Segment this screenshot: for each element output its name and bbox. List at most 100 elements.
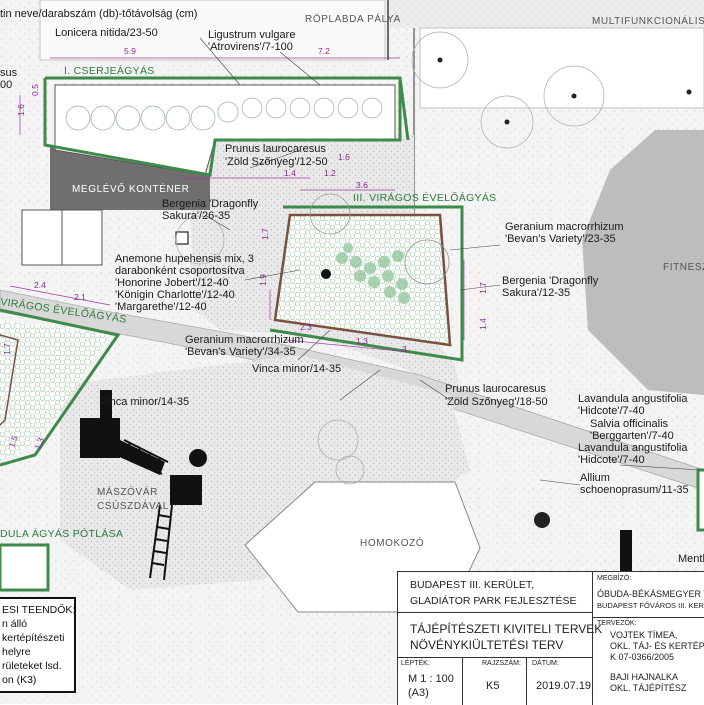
volleyball-court xyxy=(39,0,386,61)
label-lavandula1-1: Lavandula angustifolia xyxy=(578,393,688,405)
label-anemone-1: Anemone hupehensis mix, 3 xyxy=(115,253,254,265)
title-scale-value: M 1 : 100 xyxy=(408,673,454,685)
notes-line-6: on (K3) xyxy=(2,674,37,686)
label-anemone-5: 'Margarethe'/12-40 xyxy=(115,301,207,313)
dim-8: 3.6 xyxy=(356,180,368,190)
label-bergenia1-1: Bergenia 'Dragonfly xyxy=(162,198,259,210)
dim-11: 2.3 xyxy=(300,322,312,332)
dim-15: 1.7 xyxy=(478,282,488,294)
label-geranium1-1: Geranium macrorrhizum xyxy=(505,221,624,233)
label-edge-00: 00 xyxy=(0,79,12,91)
label-lavandula2-1: Lavandula angustifolia xyxy=(578,442,688,454)
notes-line-1: ESI TEENDŐK: xyxy=(2,604,76,616)
notes-line-2: n álló xyxy=(2,618,28,630)
title-plan-2: NÖVÉNYKIÜLTETÉSI TERV xyxy=(410,638,564,652)
multifunction-court xyxy=(419,27,704,109)
area-label-fitness: FITNESZ P xyxy=(663,262,704,273)
dim-5: 1.6 xyxy=(338,152,350,162)
title-sheet-label: RAJZSZÁM: xyxy=(482,660,521,667)
area-label-slide: CSÚSZDÁVAL xyxy=(97,499,169,512)
label-salvia-2: 'Berggarten'/7-40 xyxy=(590,430,674,442)
area-label-multifunction: MULTIFUNKCIONÁLIS SP xyxy=(592,14,704,27)
label-edge-sus: sus xyxy=(0,67,18,79)
multifunction-court-edge xyxy=(388,0,704,28)
dim-12: 1.3 xyxy=(356,336,368,346)
label-bergenia2-2: Sakura'/12-35 xyxy=(502,287,570,299)
plant-legend-note: tin neve/darabszám (db)-tőtávolság (cm) xyxy=(0,8,197,20)
label-vinca-1: Vinca minor/14-35 xyxy=(252,363,341,375)
label-prunus2-2: 'Zöld Szőnyeg'/18-50 xyxy=(445,396,548,408)
zone-label-lavender: DULA ÁGYÁS PÓTLÁSA xyxy=(0,527,123,540)
title-date-value: 2019.07.19. xyxy=(536,680,595,692)
dim-18: 1.7 xyxy=(2,343,12,355)
label-geranium1-2: 'Bevan's Variety'/23-35 xyxy=(505,233,616,245)
label-lonicera: Lonicera nitida/23-50 xyxy=(55,27,158,39)
notes-line-3: kertépítészeti xyxy=(2,632,65,644)
notes-line-4: helyre xyxy=(2,646,31,658)
dim-10: 1.7 xyxy=(260,228,270,240)
title-client-1: ÓBUDA-BÉKÁSMEGYER V xyxy=(597,589,704,599)
notes-line-5: rületeket lsd. xyxy=(2,660,62,672)
title-designer-1: VOJTEK TÍMEA, xyxy=(610,630,678,640)
label-allium-2: schoenoprasum/11-35 xyxy=(580,484,689,496)
dim-19: 1.3 xyxy=(32,436,46,451)
label-geranium2-1: Geranium macrorrhizum xyxy=(185,334,304,346)
label-anemone-4: 'Königin Charlotte'/12-40 xyxy=(115,289,235,301)
label-lavandula1-2: 'Hidcote'/7-40 xyxy=(578,405,645,417)
label-geranium2-2: 'Bevan's Variety'/34-35 xyxy=(185,346,296,358)
perennial-bed-left xyxy=(0,320,110,462)
title-block: BUDAPEST III. KERÜLET, GLADIÁTOR PARK FE… xyxy=(397,571,704,705)
label-ligustrum-1: Ligustrum vulgare xyxy=(208,29,295,41)
fitness-area xyxy=(582,130,704,395)
dim-13: 3 xyxy=(402,344,407,354)
area-label-climbing: MÁSZÓVÁR xyxy=(97,485,158,498)
label-mentha: Menth xyxy=(678,553,704,565)
title-scale-label: LÉPTÉK: xyxy=(401,660,430,667)
dim-14: 1.4 xyxy=(478,318,488,330)
title-date-label: DÁTUM: xyxy=(532,660,559,667)
label-allium-1: Allium xyxy=(580,472,610,484)
dim-1: 5.9 xyxy=(124,46,136,56)
dim-16: 2.4 xyxy=(34,280,46,290)
area-label-container: MEGLÉVŐ KONTÉNER xyxy=(72,181,189,195)
dim-17: 2.1 xyxy=(74,292,86,302)
title-designer-3: K 07-0366/2005 xyxy=(610,652,675,662)
dim-3: 1.6 xyxy=(16,104,26,116)
label-ligustrum-2: 'Atrovirens'/7-100 xyxy=(208,41,293,53)
notes-box: ESI TEENDŐK: n álló kertépítészeti helyr… xyxy=(0,597,76,693)
dim-2: 7.2 xyxy=(318,46,330,56)
label-anemone-2: darabonként csoportosítva xyxy=(115,265,246,277)
title-client-2: BUDAPEST FŐVÁROS III. KERÜ xyxy=(597,601,704,610)
label-vinca-2: Vinca minor/14-35 xyxy=(100,396,189,408)
area-label-sandpit: HOMOKOZÓ xyxy=(360,536,424,549)
title-plan-1: TÁJÉPÍTÉSZETI KIVITELI TERVEK xyxy=(410,622,603,636)
label-prunus1-1: Prunus laurocaresus xyxy=(225,143,326,155)
label-salvia-1: Salvia officinalis xyxy=(590,418,669,430)
title-designer-2: OKL. TÁJ- ÉS KERTÉPÍTÉSZ xyxy=(610,641,704,651)
title-sheet-value: K5 xyxy=(486,680,500,692)
title-designer-label: TERVEZŐK: xyxy=(597,620,637,627)
title-designer-4: BAJI HAJNALKA xyxy=(610,672,679,682)
dim-9: 1.9 xyxy=(258,274,268,286)
dim-7: 1.2 xyxy=(324,168,336,178)
zone-label-shrub: I. CSERJEÁGYÁS xyxy=(64,64,155,77)
title-designer-5: OKL. TÁJÉPÍTÉSZ xyxy=(610,683,687,693)
title-client-label: MEGBÍZÓ: xyxy=(597,575,632,582)
label-prunus2-1: Prunus laurocaresus xyxy=(445,383,546,395)
dim-20: 1.5 xyxy=(6,434,20,449)
perennial-bed-3-outline xyxy=(269,205,464,362)
title-project-2: GLADIÁTOR PARK FEJLESZTÉSE xyxy=(410,595,577,607)
dim-4: 0.5 xyxy=(30,84,40,96)
label-bergenia2-1: Bergenia 'Dragonfly xyxy=(502,275,599,287)
zone-label-perennial-3: III. VIRÁGOS ÉVELŐÁGYÁS xyxy=(353,190,496,204)
label-anemone-3: 'Honorine Jobert'/12-40 xyxy=(115,277,229,289)
title-project-1: BUDAPEST III. KERÜLET, xyxy=(410,579,535,591)
title-scale-paper: (A3) xyxy=(408,687,429,699)
label-lavandula2-2: 'Hidcote'/7-40 xyxy=(578,454,645,466)
area-label-volleyball: RÖPLABDA PÁLYA xyxy=(305,12,401,25)
label-bergenia1-2: Sakura'/26-35 xyxy=(162,210,230,222)
existing-container xyxy=(50,145,210,210)
label-prunus1-2: 'Zöld Szőnyeg'/12-50 xyxy=(225,156,328,168)
dim-6: 1.4 xyxy=(284,168,296,178)
